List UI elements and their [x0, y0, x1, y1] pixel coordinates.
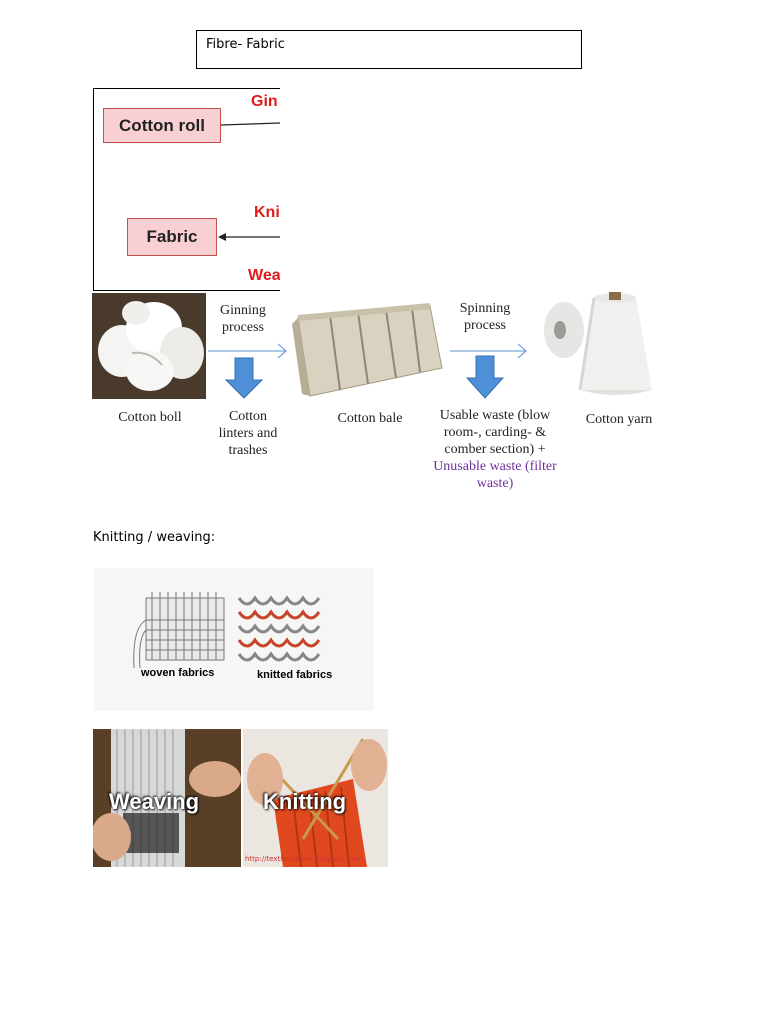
cotton-bale-image — [290, 298, 448, 404]
title-box: Fibre- Fabric — [196, 30, 582, 69]
fabric-label: Fabric — [146, 227, 198, 246]
fabric-types-illustration: woven fabrics knitted fabrics — [94, 568, 374, 711]
cotton-roll-label: Cotton roll — [119, 115, 205, 135]
page-title: Fibre- Fabric — [206, 37, 285, 52]
knitted-fabrics-label: knitted fabrics — [257, 669, 333, 681]
cotton-roll-box: Cotton roll — [103, 108, 221, 143]
cotton-yarn-image — [538, 290, 660, 402]
flowchart-lines — [218, 122, 280, 241]
spinning-process-label: Spinning process — [459, 301, 511, 333]
weaving-photo-label: Weaving — [109, 789, 200, 814]
knitting-label: Kni — [254, 204, 280, 221]
ginning-arrows — [208, 343, 287, 399]
woven-fabrics-label: woven fabrics — [141, 667, 215, 679]
ginning-label: Gin — [251, 93, 278, 110]
knitting-photo-label: Knitting — [263, 789, 347, 814]
cotton-bale-label: Cotton bale — [337, 411, 403, 426]
section-heading: Knitting / weaving: — [93, 530, 216, 545]
flowchart-crop: Cotton roll Fabric Gin Kni Wea — [93, 88, 280, 291]
weaving-label: Wea — [248, 267, 280, 284]
linters-label: Cotton linters and trashes — [218, 409, 278, 458]
cotton-boll-label: Cotton boll — [118, 410, 182, 425]
spinning-arrows — [450, 343, 527, 399]
cotton-boll-image — [92, 293, 206, 399]
waste-label: Usable waste (blow room-, carding- & com… — [433, 408, 557, 491]
knitting-photo: Knitting http://textilelearner.blogspot.… — [243, 729, 388, 867]
fabric-box: Fabric — [127, 218, 217, 256]
source-url: http://textilelearner.blogspot.com — [245, 855, 363, 863]
cotton-yarn-label: Cotton yarn — [585, 412, 653, 427]
weaving-photo: Weaving — [93, 729, 241, 867]
ginning-process-label: Ginning process — [220, 303, 266, 335]
